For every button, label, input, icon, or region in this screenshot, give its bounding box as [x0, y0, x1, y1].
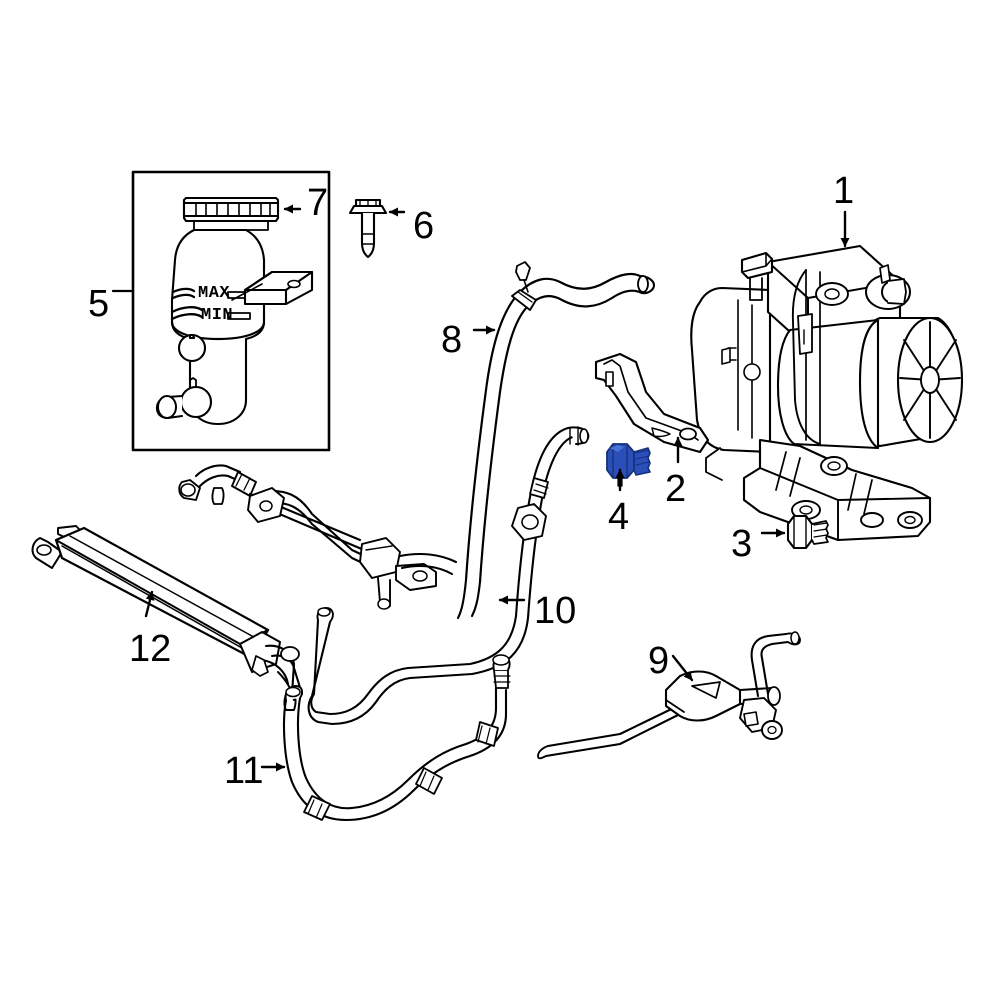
reservoir-max-label: MAX — [198, 284, 230, 303]
part-8-return-hose — [456, 261, 656, 620]
part-11-cooler-hose — [282, 654, 511, 822]
part-5-reservoir-body — [155, 228, 266, 426]
part-6-flange-screw — [348, 198, 388, 259]
tube-assembly-upper — [178, 464, 458, 610]
reservoir-min-label: MIN — [201, 306, 233, 325]
part-7-reservoir-cap — [182, 196, 280, 231]
part-10-pressure-hose — [307, 426, 590, 726]
part-2-mounting-bracket — [594, 352, 710, 454]
part-1-pump-assembly — [690, 244, 964, 542]
part-4-hex-bolt-highlighted — [606, 443, 651, 487]
leader-12 — [144, 590, 155, 618]
part-9-hose-assembly — [537, 631, 801, 760]
part-5-reservoir-flange — [231, 270, 314, 306]
part-12-oil-cooler — [31, 525, 304, 711]
part-3-hex-bolt — [786, 514, 829, 550]
part-5-reservoir-assembly — [131, 170, 331, 452]
leader-9 — [671, 654, 694, 682]
